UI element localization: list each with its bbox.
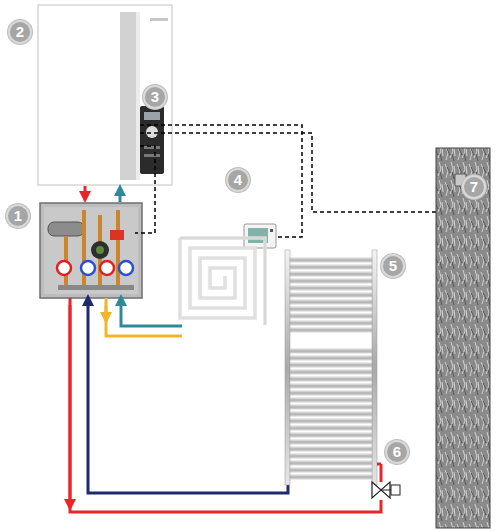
radiator-bar <box>290 321 372 325</box>
radiator-bar <box>290 447 372 451</box>
radiator-bar <box>290 440 372 444</box>
flow-arrow <box>84 186 87 197</box>
callout-number: 5 <box>381 254 405 278</box>
radiator-bar <box>290 293 372 297</box>
hydraulic-module <box>40 203 142 298</box>
radiator-bar <box>290 461 372 465</box>
radiator-bar <box>290 426 372 430</box>
outside-wall <box>436 148 490 528</box>
radiator-bar <box>290 391 372 395</box>
radiator-bar <box>290 314 372 318</box>
radiator-bar <box>290 433 372 437</box>
return-arrow <box>119 190 122 202</box>
radiator-bar <box>290 475 372 479</box>
radiator-bar <box>290 370 372 374</box>
radiator-bar <box>290 454 372 458</box>
control-wiring <box>135 125 460 237</box>
floor-flow-pipe <box>106 298 182 336</box>
radiator-bar <box>290 265 372 269</box>
radiator-bar <box>290 412 372 416</box>
radiator-bar <box>290 286 372 290</box>
radiator-bar <box>290 300 372 304</box>
room-thermostat <box>244 224 276 248</box>
callout-number: 1 <box>6 204 30 228</box>
thermostatic-valve <box>372 464 400 498</box>
heat-pump-unit <box>38 5 172 185</box>
radiator-bar <box>290 307 372 311</box>
radiator-flow-pipe <box>70 298 381 512</box>
flow-arrow <box>105 306 108 318</box>
radiator-bar <box>290 377 372 381</box>
flow-arrow <box>69 305 72 505</box>
radiator-bar <box>290 419 372 423</box>
towel-radiator <box>285 250 377 485</box>
radiator-return-pipe <box>88 300 288 493</box>
underfloor-heating-coil <box>180 238 265 325</box>
floor-return-pipe <box>121 300 182 326</box>
radiator-bar <box>290 363 372 367</box>
radiator-bar <box>290 279 372 283</box>
callout-number: 3 <box>143 85 167 109</box>
callout-number: 7 <box>462 175 486 199</box>
callout-number: 2 <box>8 20 32 44</box>
callout-number: 6 <box>385 440 409 464</box>
radiator-bar <box>290 272 372 276</box>
radiator-bar <box>290 356 372 360</box>
radiator-bar <box>290 384 372 388</box>
callout-number: 4 <box>226 168 250 192</box>
radiator-bar <box>290 405 372 409</box>
radiator-bar <box>290 328 372 332</box>
radiator-bar <box>290 349 372 353</box>
radiator-bar <box>290 468 372 472</box>
radiator-bar <box>290 258 372 262</box>
radiator-bar <box>290 398 372 402</box>
